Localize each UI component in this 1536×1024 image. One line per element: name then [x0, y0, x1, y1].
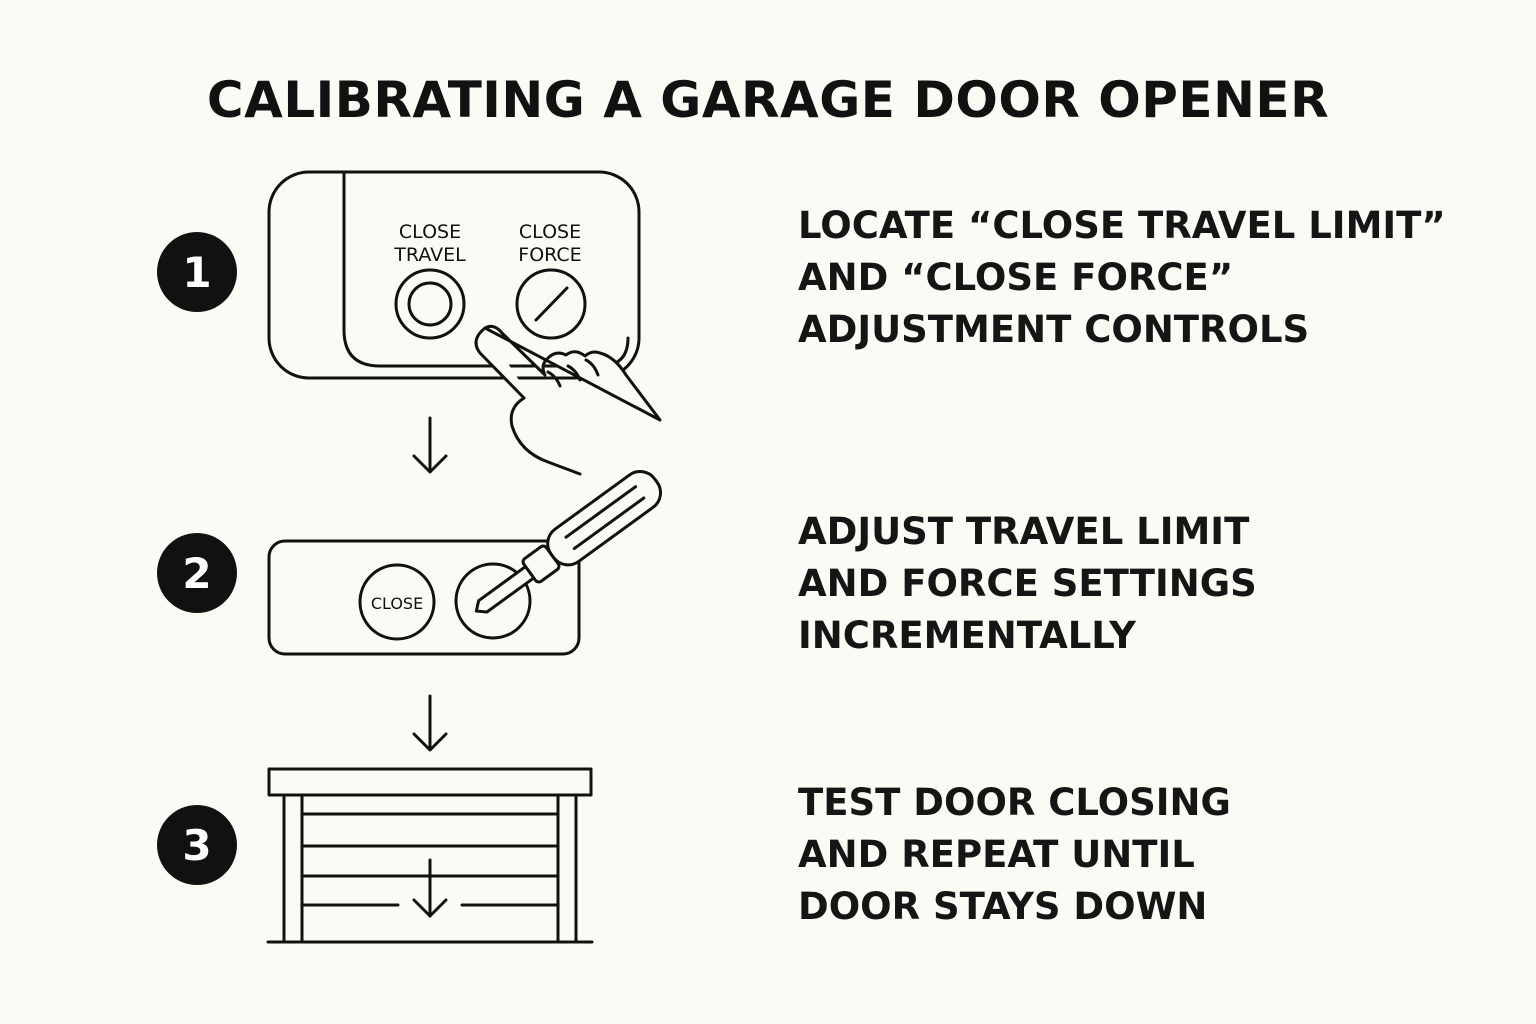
step-1-line-1: LOCATE “CLOSE TRAVEL LIMIT” — [798, 204, 1446, 247]
step-number-1: 1 — [182, 248, 211, 297]
step-2-line-1: ADJUST TRAVEL LIMIT — [798, 510, 1250, 553]
step-number-2: 2 — [182, 549, 211, 598]
step-2-text: ADJUST TRAVEL LIMIT AND FORCE SETTINGS I… — [798, 506, 1498, 662]
close-force-label-line2: FORCE — [518, 244, 581, 266]
close-force-label-line1: CLOSE — [519, 221, 581, 243]
step-2-line-3: INCREMENTALLY — [798, 614, 1136, 657]
step-number-3: 3 — [182, 821, 211, 870]
step-3-line-3: DOOR STAYS DOWN — [798, 885, 1208, 928]
step-1-line-2: AND “CLOSE FORCE” — [798, 256, 1234, 299]
step-badge-2: 2 — [157, 533, 237, 613]
down-arrow-icon — [412, 416, 448, 474]
step-3-line-2: AND REPEAT UNTIL — [798, 833, 1195, 876]
screwdriver-icon — [474, 470, 663, 614]
step-1-text: LOCATE “CLOSE TRAVEL LIMIT” AND “CLOSE F… — [798, 200, 1498, 356]
close-travel-label-line2: TRAVEL — [393, 244, 466, 266]
step-3-line-1: TEST DOOR CLOSING — [798, 781, 1231, 824]
step-2-line-2: AND FORCE SETTINGS — [798, 562, 1257, 605]
step-badge-3: 3 — [157, 805, 237, 885]
down-arrow-icon — [412, 858, 448, 918]
close-dial-label: CLOSE — [371, 594, 423, 613]
pointing-hand-icon — [474, 324, 662, 476]
page-title: CALIBRATING A GARAGE DOOR OPENER — [206, 71, 1330, 129]
close-force-knob-icon — [515, 268, 587, 340]
control-panel-icon — [267, 539, 581, 656]
step-badge-1: 1 — [157, 232, 237, 312]
close-travel-knob-icon — [394, 268, 466, 340]
control-panel-icon — [267, 170, 641, 380]
step-1-line-3: ADJUSTMENT CONTROLS — [798, 308, 1310, 351]
down-arrow-icon — [412, 694, 448, 752]
step-3-text: TEST DOOR CLOSING AND REPEAT UNTIL DOOR … — [798, 777, 1498, 933]
garage-door-icon — [266, 767, 594, 944]
close-travel-label-line1: CLOSE — [399, 221, 461, 243]
